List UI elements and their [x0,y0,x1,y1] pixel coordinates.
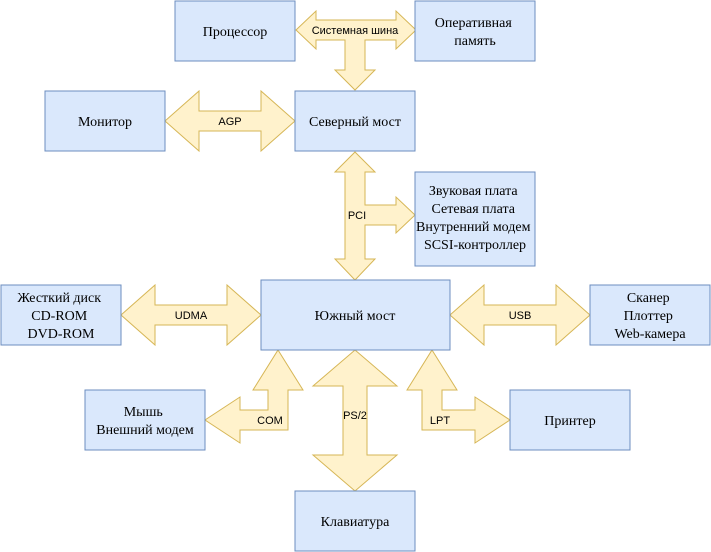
node-monitor-line: Монитор [78,115,132,130]
node-com-devices-line: Мышь [124,405,163,420]
node-usb-devices-line: Web-камера [614,327,686,342]
arrow-system-bus: Системная шина [295,9,417,91]
edge-label-ps2: PS/2 [343,410,367,422]
svg-text:Жесткий диск CD-ROM: Жесткий диск CD-ROM DVD-ROM [17,291,104,342]
node-storage: Жесткий диск CD-ROM DVD-ROM [0,284,122,346]
node-pci-devices-line: Сетевая плата [432,202,516,217]
node-north-bridge: Северный мост [294,90,416,152]
node-usb-devices: Сканер Плоттер Web-камера [589,284,711,346]
node-south-bridge-line: Южный мост [315,309,396,324]
node-usb-devices-line: Сканер [627,291,670,306]
svg-text:Мышь Внешний модем: Мышь Внешний модем [96,405,194,438]
arrow-com: COM [204,349,304,444]
node-north-bridge-line: Северный мост [309,115,401,130]
svg-text:Монитор: Монитор [78,115,132,130]
node-storage-line: CD-ROM [31,309,88,324]
arrow-udma: UDMA [120,283,262,347]
svg-text:Оперативная память: Оперативная память [435,16,516,49]
node-usb-devices-line: Плоттер [624,309,673,324]
node-cpu: Процессор [174,0,296,62]
node-cpu-line: Процессор [203,25,268,40]
arrow-agp: AGP [164,89,296,153]
arrow-ps2: PS/2 [311,349,399,492]
arrow-lpt: LPT [406,349,511,444]
node-keyboard-line: Клавиатура [321,515,390,530]
svg-text:Принтер: Принтер [544,414,595,429]
svg-text:Клавиатура: Клавиатура [321,515,390,530]
svg-text:Южный мост: Южный мост [315,309,396,324]
svg-text:Северный мост: Северный мост [309,115,401,130]
node-ram-line: Оперативная [435,16,513,31]
edge-label-agp: AGP [218,116,241,128]
svg-text:Звуковая плата Сетевая п: Звуковая плата Сетевая плата Внутренний … [416,184,534,253]
edge-label-com: COM [257,415,283,427]
edge-label-system-bus: Системная шина [312,25,399,37]
node-com-devices-line: Внешний модем [96,423,194,438]
node-ram: Оперативная память [414,0,536,62]
svg-text:Процессор: Процессор [203,25,268,40]
node-printer-line: Принтер [544,414,595,429]
edge-label-udma: UDMA [175,310,208,322]
node-pci-devices-line: Звуковая плата [429,184,518,199]
edge-label-usb: USB [509,310,532,322]
node-pci-devices: Звуковая плата Сетевая плата Внутренний … [414,171,536,267]
arrow-pci: PCI [333,151,416,281]
node-pci-devices-line: Внутренний модем [416,220,531,235]
svg-text:Сканер Плоттер Web: Сканер Плоттер Web-камера [614,291,686,342]
node-monitor: Монитор [44,90,166,152]
node-printer: Принтер [509,389,631,451]
node-com-devices: Мышь Внешний модем [84,389,206,451]
node-ram-line: память [454,34,496,49]
node-storage-line: Жесткий диск [17,291,101,306]
node-storage-line: DVD-ROM [28,327,95,342]
arrow-usb: USB [449,283,591,347]
edge-label-lpt: LPT [430,415,450,427]
edge-label-pci: PCI [348,210,366,222]
node-south-bridge: Южный мост [260,279,451,351]
node-pci-devices-line: SCSI-контроллер [424,238,526,253]
node-keyboard: Клавиатура [294,490,416,552]
